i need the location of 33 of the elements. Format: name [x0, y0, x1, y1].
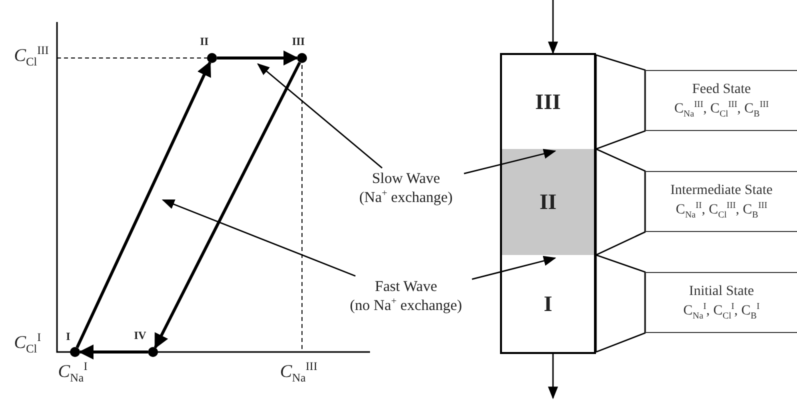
arrow: [76, 61, 212, 348]
connector-line: [595, 148, 646, 256]
arrow: [78, 344, 148, 360]
arrow: [548, 0, 558, 54]
arrow: [472, 256, 556, 280]
annotation-line: (no Na$^{+}$ exchange): [350, 296, 462, 314]
arrow: [257, 63, 383, 169]
point-label: III: [292, 36, 305, 48]
point-label: II: [200, 36, 209, 48]
annotation-line: Slow Wave: [372, 170, 440, 188]
point-label: I: [66, 331, 70, 343]
point-marker: [148, 347, 158, 357]
state-box: [645, 70, 797, 131]
arrow: [548, 354, 558, 400]
connector-line: [595, 54, 646, 150]
point-label: IV: [134, 330, 146, 342]
annotation-line: Fast Wave: [374, 278, 438, 296]
arrow: [154, 62, 302, 349]
heading: Feed State: [692, 81, 751, 99]
column-zone: II: [502, 149, 594, 255]
arrow: [464, 148, 556, 174]
point-marker: [207, 53, 217, 63]
arrow: [162, 199, 356, 277]
arrow: [217, 50, 298, 66]
heading: Initial State: [689, 283, 754, 301]
state-box: [645, 171, 797, 232]
point-marker: [70, 347, 80, 357]
column: [500, 53, 596, 354]
point-marker: [297, 53, 307, 63]
connector-line: [595, 254, 646, 353]
heading: Intermediate State: [670, 182, 773, 200]
state-box: [645, 272, 797, 333]
annotation-line: (Na$^{+}$ exchange): [359, 188, 453, 206]
